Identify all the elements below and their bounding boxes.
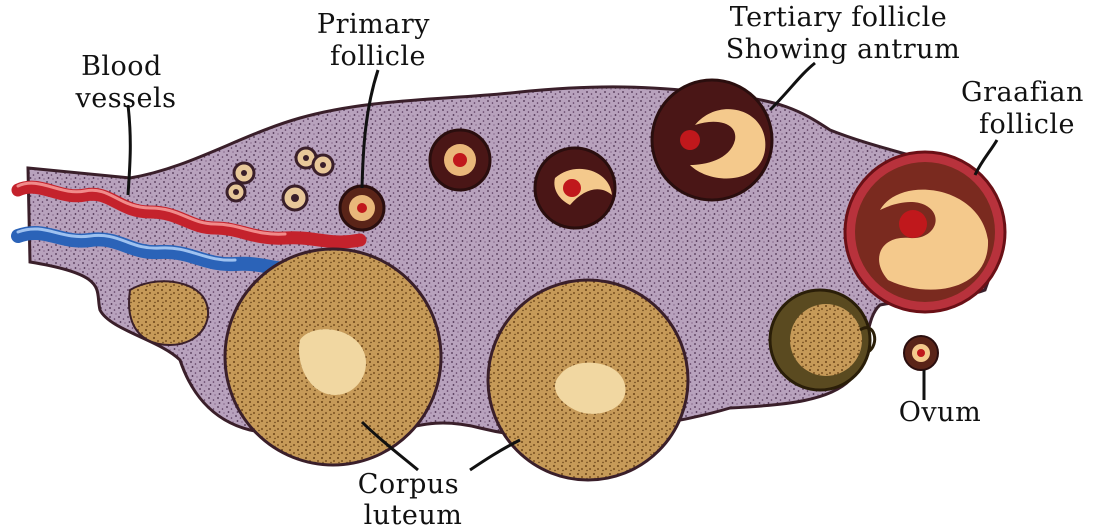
corpus-luteum-right	[488, 280, 688, 480]
tertiary-follicle-leader	[770, 63, 815, 110]
label-corpus-luteum: Corpus luteum	[358, 469, 468, 529]
label-blood-vessels: Blood vessels	[75, 51, 177, 114]
early-tertiary-follicle	[535, 148, 615, 228]
corpus-luteum-leader-right	[470, 440, 520, 470]
tertiary-follicle	[652, 80, 772, 200]
label-primary-follicle: Primary follicle	[317, 9, 439, 72]
primary-follicle	[340, 186, 384, 230]
corpus-luteum-small	[129, 281, 208, 345]
graafian-follicle-leader	[975, 140, 997, 175]
graafian-follicle	[845, 152, 1005, 312]
blood-vessels-leader	[128, 105, 130, 195]
corpus-luteum-left	[225, 249, 441, 465]
label-graafian-follicle: Graafian follicle	[961, 77, 1093, 140]
ovum	[904, 336, 938, 370]
label-ovum: Ovum	[899, 397, 981, 428]
secondary-follicle	[430, 130, 490, 190]
label-tertiary-follicle: Tertiary follicle Showing antrum	[726, 2, 960, 65]
